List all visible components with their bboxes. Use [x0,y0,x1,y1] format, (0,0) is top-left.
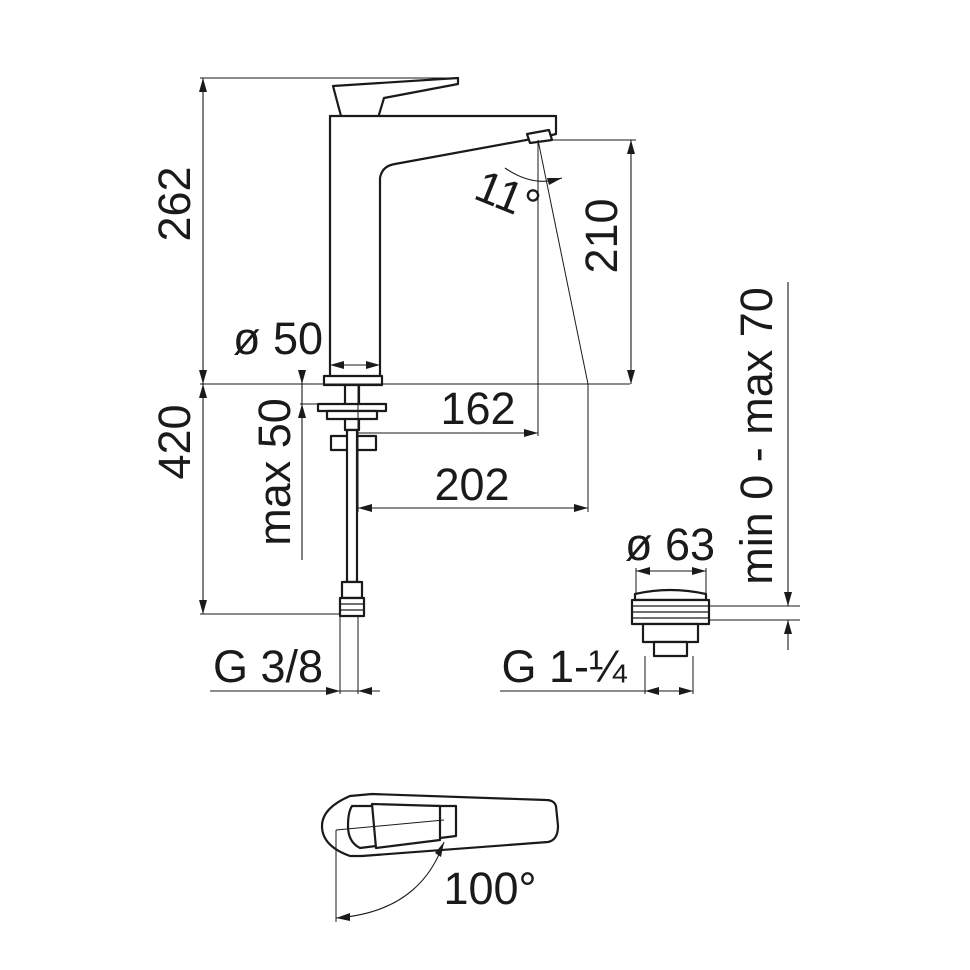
dimension-lines [199,78,792,695]
faucet-body [328,114,558,384]
handle-top-lever [370,802,442,850]
label-210: 210 [576,198,627,273]
dimension-labels: 262 420 210 max 50 min 0 - max 70 11° ø … [149,160,782,914]
label-diameter-50: ø 50 [233,313,323,364]
label-angle-100: 100° [443,863,536,914]
mounting-nut [325,409,379,421]
label-diameter-63: ø 63 [625,519,715,570]
label-min-max-70: min 0 - max 70 [731,287,782,585]
label-angle-11: 11° [468,160,547,232]
drain-body [641,622,700,644]
supply-hose [345,428,359,584]
dim-arc-100 [335,841,445,919]
faucet-handle [331,76,460,120]
drain-cap [633,588,708,602]
handle-top-view [320,792,560,922]
label-max-50: max 50 [249,398,300,546]
label-420: 420 [149,404,200,479]
waste-drain [630,588,711,658]
label-202: 202 [434,459,509,510]
label-262: 262 [149,166,200,241]
faucet-side-view [316,76,558,618]
hose-nut [338,596,366,618]
hose-fitting [340,580,364,600]
extension-lines [200,77,800,694]
rotation-ref-line [335,819,445,831]
label-g-1-1-4: G 1-¼ [501,641,628,692]
drain-stem [652,640,689,658]
label-g-3-8: G 3/8 [213,641,323,692]
label-162: 162 [440,383,515,434]
